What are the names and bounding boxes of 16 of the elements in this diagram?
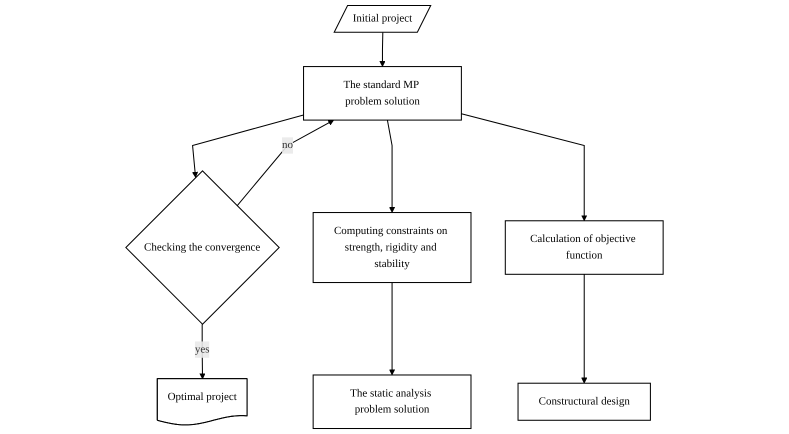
arrow — [379, 32, 386, 67]
arrow — [199, 324, 206, 380]
node-box: Calculation of objective function — [504, 220, 664, 275]
arrow — [389, 282, 396, 376]
node-box: Constructural design — [518, 382, 651, 421]
arrow — [192, 114, 304, 178]
node-box: Computing constraints on strength, rigidity and stability — [312, 212, 472, 284]
arrow — [461, 113, 588, 222]
node-diamond: Checking the convergence — [125, 170, 280, 325]
node-box: The standard MP problem solution — [303, 66, 462, 121]
edge-label: yes — [194, 343, 210, 356]
arrow — [386, 120, 396, 213]
arrow — [581, 274, 588, 384]
edge-label: no — [282, 139, 294, 151]
arrow — [236, 120, 334, 206]
node-box: The static analysis problem solution — [312, 374, 472, 430]
